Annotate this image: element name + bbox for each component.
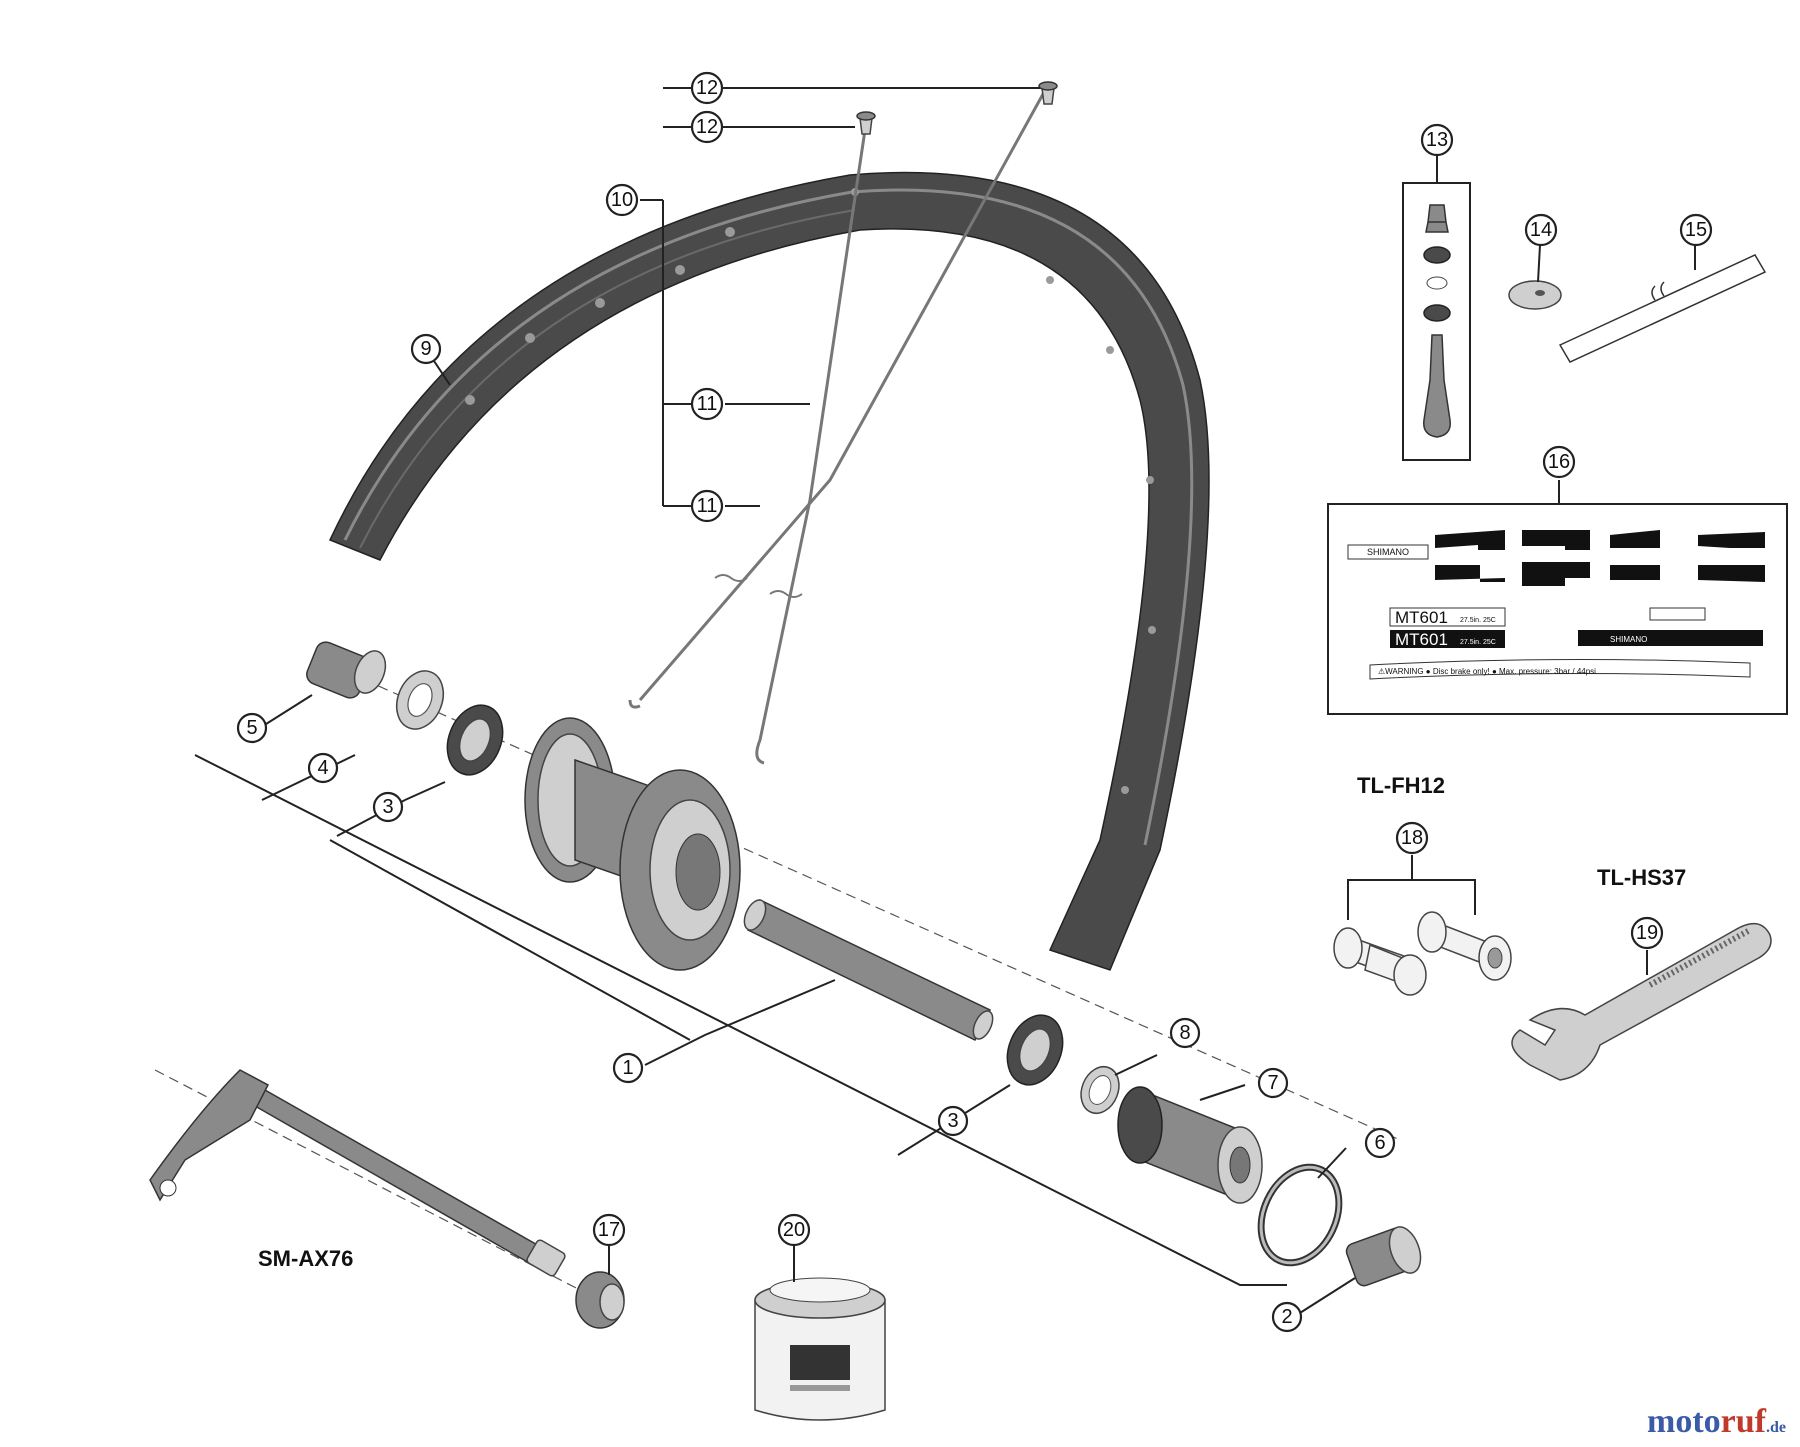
callout-16-label: 16	[1548, 451, 1570, 473]
tool-label-ax76: SM-AX76	[258, 1246, 353, 1271]
callout-17-label: 17	[598, 1219, 620, 1241]
callout-3-left: 3	[372, 791, 404, 823]
decal-size-top: 27.5in. 25C	[1460, 617, 1496, 624]
callout-13-label: 13	[1426, 129, 1448, 151]
callout-19-label: 19	[1636, 922, 1658, 944]
callout-7-label: 7	[1267, 1072, 1278, 1094]
decal-model-top: MT601	[1395, 608, 1448, 627]
callout-18: 18	[1395, 821, 1429, 855]
callout-12-bottom: 12	[690, 110, 724, 144]
callout-9-label: 9	[420, 338, 431, 360]
callout-4: 4	[307, 752, 339, 784]
decal-warning: ⚠WARNING ● Disc brake only! ● Max. press…	[1378, 667, 1596, 676]
hub-body	[524, 717, 741, 971]
callout-19: 19	[1630, 916, 1664, 950]
callout-13: 13	[1420, 123, 1454, 157]
callout-11-top: 11	[690, 387, 724, 421]
o-ring	[1257, 1163, 1343, 1267]
valve-adapter	[1508, 280, 1562, 310]
watermark-moto: moto	[1647, 1403, 1721, 1440]
rim	[328, 171, 1210, 971]
spacer	[1080, 1065, 1120, 1115]
decal-model-bottom: MT601	[1395, 630, 1448, 649]
callout-4-label: 4	[317, 757, 328, 779]
callout-11-top-label: 11	[697, 393, 718, 415]
callout-8-label: 8	[1179, 1022, 1190, 1044]
tool-label-fh12: TL-FH12	[1357, 773, 1445, 798]
callout-2: 2	[1271, 1301, 1303, 1333]
decal-brand-right: SHIMANO	[1610, 635, 1647, 644]
washer-left	[395, 670, 445, 730]
rim-tape	[1558, 254, 1767, 363]
assembly-axis-lines	[154, 659, 1401, 1291]
decal-set: SHIMANO MT601 27.5in. 25C MT601 27.5in. …	[1327, 503, 1788, 715]
callout-2-label: 2	[1281, 1306, 1292, 1328]
bearing-right	[1006, 1014, 1064, 1086]
watermark-logo: motoruf.de	[1647, 1403, 1786, 1441]
decal-size-bottom: 27.5in. 25C	[1460, 639, 1496, 646]
tl-fh12-tool	[1333, 911, 1512, 996]
watermark-de: .de	[1766, 1419, 1786, 1436]
rim-spoke-holes	[465, 188, 1156, 794]
callout-15: 15	[1679, 213, 1713, 247]
watermark-ruf: ruf	[1720, 1403, 1766, 1440]
callout-1-label: 1	[622, 1057, 633, 1079]
end-cap-left	[306, 641, 387, 699]
decal-brand-left: SHIMANO	[1367, 547, 1409, 557]
callout-11-bottom: 11	[690, 489, 724, 523]
callout-15-label: 15	[1685, 219, 1707, 241]
callout-12-top-label: 12	[696, 77, 718, 99]
callout-12-bottom-label: 12	[696, 116, 718, 138]
callout-7: 7	[1257, 1067, 1289, 1099]
tool-label-hs37: TL-HS37	[1597, 865, 1686, 890]
valve-set	[1402, 182, 1471, 461]
axle	[743, 898, 994, 1041]
callout-12-top: 12	[690, 71, 724, 105]
freehub-body	[1117, 1086, 1263, 1204]
callout-16: 16	[1542, 445, 1576, 479]
callout-3-right: 3	[937, 1105, 969, 1137]
callout-9: 9	[410, 333, 442, 365]
callout-8: 8	[1169, 1017, 1201, 1049]
spoke-nipples	[856, 81, 1058, 135]
bearing-left	[446, 704, 504, 776]
callout-14: 14	[1524, 213, 1558, 247]
spokes	[628, 84, 1050, 765]
callout-5-label: 5	[246, 717, 257, 739]
callout-14-label: 14	[1530, 219, 1552, 241]
callout-20-label: 20	[783, 1219, 805, 1241]
callout-6-label: 6	[1374, 1132, 1385, 1154]
callout-3-left-label: 3	[382, 796, 393, 818]
grease-jar	[754, 1277, 886, 1421]
tl-hs37-wrench	[1511, 922, 1772, 1081]
callout-5: 5	[236, 712, 268, 744]
callout-11-bottom-label: 11	[697, 495, 718, 517]
callout-6: 6	[1364, 1127, 1396, 1159]
callout-10: 10	[605, 183, 639, 217]
thru-axle	[149, 1069, 566, 1277]
callout-1: 1	[612, 1052, 644, 1084]
decal-graphics	[1435, 530, 1765, 586]
axle-nut	[575, 1271, 625, 1329]
callout-20: 20	[777, 1213, 811, 1247]
callout-10-label: 10	[611, 189, 633, 211]
callout-18-label: 18	[1401, 827, 1423, 849]
callout-3-right-label: 3	[947, 1110, 958, 1132]
end-cap-right	[1345, 1226, 1422, 1287]
callout-17: 17	[592, 1213, 626, 1247]
